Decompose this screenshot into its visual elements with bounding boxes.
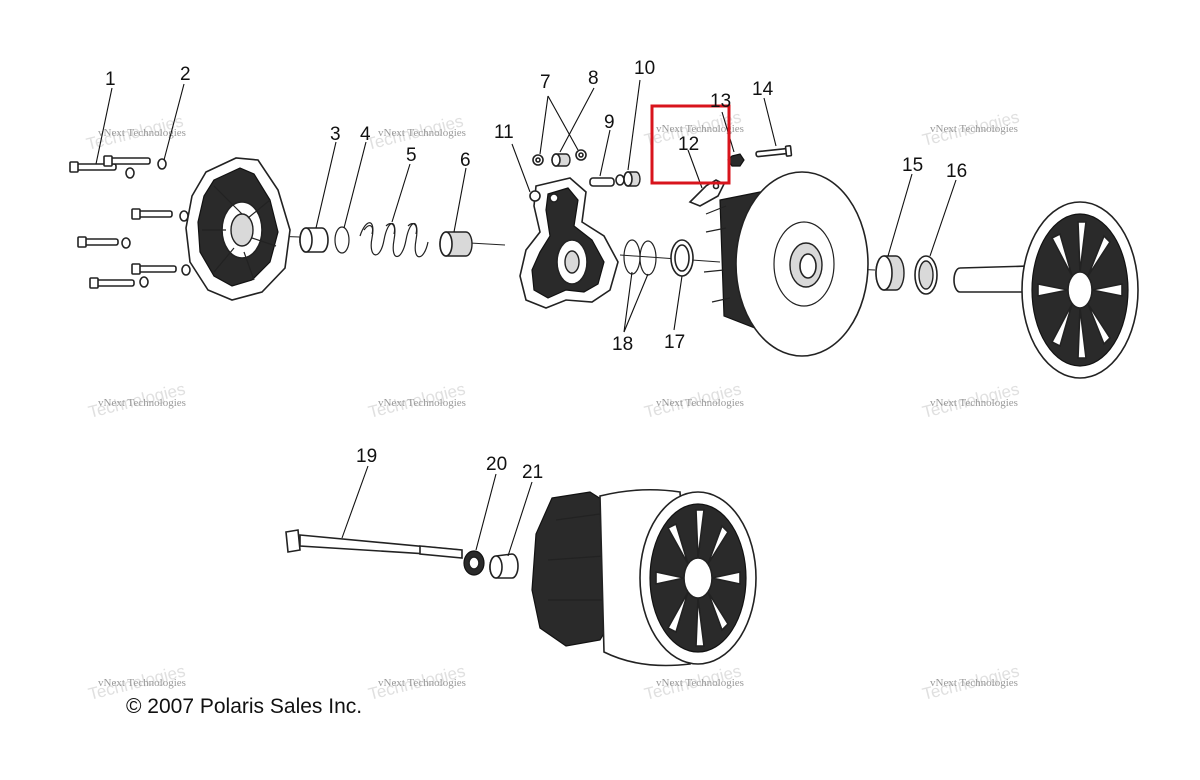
svg-text:vNext Technologies: vNext Technologies: [656, 677, 744, 689]
highlight-box: [650, 104, 731, 185]
seal: [670, 239, 694, 277]
bolt: [77, 236, 119, 248]
sheave-bushing: [875, 255, 905, 291]
callout-15: 15: [902, 155, 923, 176]
watermark: Technologies vNext Technologies: [920, 107, 1021, 149]
callout-11: 11: [494, 122, 514, 143]
callout-12: 12: [678, 134, 699, 155]
bushing: [299, 227, 329, 253]
retaining-ring: [334, 226, 350, 254]
watermark: Technologies vNext Technologies: [920, 661, 1021, 703]
callout-2: 2: [180, 64, 191, 85]
callout-7: 7: [540, 72, 551, 93]
svg-text:vNext Technologies: vNext Technologies: [656, 397, 744, 409]
bolt: [89, 277, 135, 289]
watermark: Technologies vNext Technologies: [642, 379, 744, 421]
spider-sleeve: [439, 231, 473, 257]
callout-6: 6: [460, 150, 471, 171]
callout-3: 3: [330, 124, 341, 145]
bolt-spacer: [489, 553, 519, 579]
cover-washers: [121, 158, 191, 288]
callout-4: 4: [360, 124, 371, 145]
copyright-notice: © 2007 Polaris Sales Inc.: [126, 695, 362, 718]
callout-5: 5: [406, 145, 417, 166]
callout-14: 14: [752, 79, 774, 100]
callout-8: 8: [588, 68, 599, 89]
watermark: Technologies vNext Technologies: [366, 661, 467, 703]
sheave-ring: [914, 255, 938, 295]
watermark: Technologies vNext Technologies: [642, 661, 744, 703]
svg-text:vNext Technologies: vNext Technologies: [930, 677, 1018, 689]
callout-9: 9: [604, 112, 615, 133]
svg-text:vNext Technologies: vNext Technologies: [378, 397, 466, 409]
svg-text:vNext Technologies: vNext Technologies: [98, 677, 186, 689]
spider: [519, 177, 619, 309]
bolt-washer: [463, 550, 485, 576]
callout-20: 20: [486, 454, 507, 475]
bolt: [103, 155, 151, 167]
fixed-sheave: [953, 201, 1139, 379]
watermark: Technologies vNext Technologies: [86, 379, 187, 421]
callout-13: 13: [710, 91, 731, 112]
spring: [359, 222, 429, 258]
bolt: [131, 263, 177, 275]
watermark: Technologies vNext Technologies: [920, 379, 1021, 421]
svg-text:vNext Technologies: vNext Technologies: [98, 397, 186, 409]
svg-text:vNext Technologies: vNext Technologies: [656, 123, 744, 135]
clutch-assembly: [531, 488, 757, 667]
callout-17: 17: [664, 332, 685, 353]
weight-pin: [755, 145, 793, 158]
callout-18: 18: [612, 334, 633, 355]
callout-10: 10: [634, 58, 655, 79]
callout-labels: 1 2 3 4 5 6 7 8 9 10 11 12 13 14 15 16 1…: [105, 58, 967, 483]
moving-sheave: [703, 171, 869, 357]
svg-text:vNext Technologies: vNext Technologies: [930, 123, 1018, 135]
bolt: [131, 208, 173, 220]
clutch-cover: [185, 157, 291, 301]
callout-21: 21: [522, 462, 543, 483]
watermark: Technologies vNext Technologies: [366, 379, 467, 421]
clutch-bolt: [285, 529, 463, 559]
cover-bolts: [69, 155, 177, 289]
svg-text:vNext Technologies: vNext Technologies: [930, 397, 1018, 409]
callout-1: 1: [105, 69, 116, 90]
small-hardware: [529, 149, 641, 202]
callout-16: 16: [946, 161, 967, 182]
svg-text:vNext Technologies: vNext Technologies: [378, 677, 466, 689]
callout-19: 19: [356, 446, 377, 467]
svg-text:vNext Technologies: vNext Technologies: [378, 127, 466, 139]
svg-text:vNext Technologies: vNext Technologies: [98, 127, 186, 139]
leader-lines: [95, 79, 957, 557]
